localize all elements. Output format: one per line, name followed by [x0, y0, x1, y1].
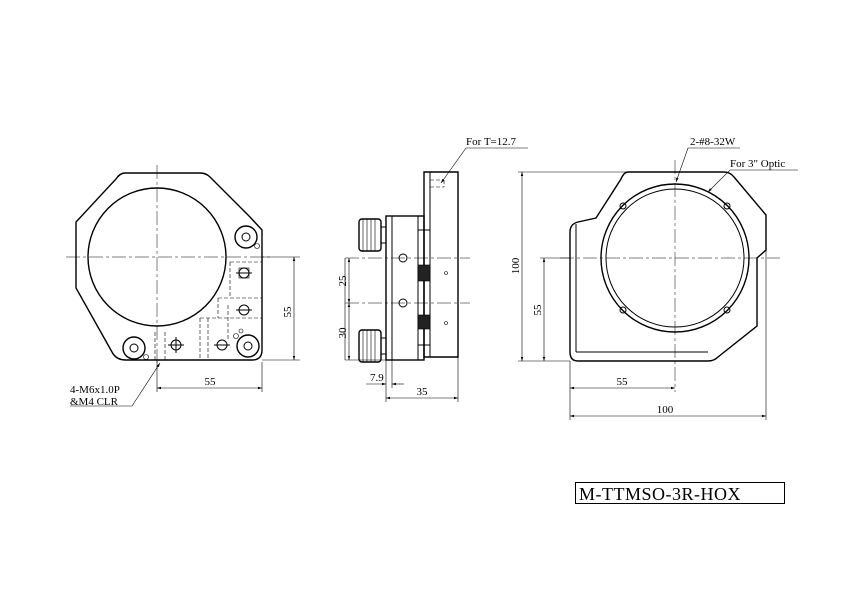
back-dim-height-center: 55 — [532, 304, 544, 316]
front-note-line1: 4-M6x1.0P — [70, 384, 120, 396]
side-knob-lower — [358, 329, 387, 363]
front-hidden-lines — [154, 261, 262, 360]
side-note: For T=12.7 — [466, 136, 517, 148]
front-note-leader — [70, 362, 161, 407]
back-plate-outline — [569, 171, 767, 362]
side-dim-upper: 25 — [337, 275, 349, 287]
side-knob-upper — [358, 218, 387, 252]
front-plate-outline — [75, 172, 263, 361]
side-spring-upper — [417, 264, 431, 282]
front-view: 55 55 4-M6x1.0P &M4 CLR — [66, 165, 300, 408]
side-dim-lower: 30 — [337, 327, 349, 339]
front-dim-vertical: 55 — [282, 306, 294, 318]
front-note-line2: &M4 CLR — [70, 396, 119, 408]
title-block: M-TTMSO-3R-HOX — [575, 482, 785, 504]
side-note-leader — [440, 147, 528, 184]
back-optic-leader — [707, 169, 798, 193]
back-note-optic: For 3" Optic — [730, 158, 785, 170]
lock-screw-bottom — [168, 337, 184, 353]
side-spring-lower — [417, 314, 431, 330]
adjuster-knob-left — [122, 336, 146, 360]
back-view: 100 55 55 100 2-#8-32W For 3" Optic — [510, 136, 798, 420]
lock-screw-upper — [236, 267, 252, 279]
side-dim-depth: 35 — [417, 386, 429, 398]
side-dim-offset: 7.9 — [370, 372, 384, 384]
back-dim-width-total: 100 — [657, 404, 674, 416]
adjuster-knob-right — [236, 334, 260, 358]
back-note-holes: 2-#8-32W — [690, 136, 736, 148]
front-dim-horizontal: 55 — [205, 376, 217, 388]
back-dim-width-center: 55 — [617, 376, 629, 388]
part-number: M-TTMSO-3R-HOX — [579, 484, 741, 504]
adjuster-knob-top — [234, 225, 258, 249]
lock-screw-middle — [236, 304, 252, 316]
lock-screw-bottom-2 — [214, 339, 230, 351]
side-view: 25 30 7.9 35 For T=12.7 — [337, 136, 528, 402]
back-holes-leader — [675, 147, 740, 183]
back-dim-height-total: 100 — [510, 257, 522, 274]
